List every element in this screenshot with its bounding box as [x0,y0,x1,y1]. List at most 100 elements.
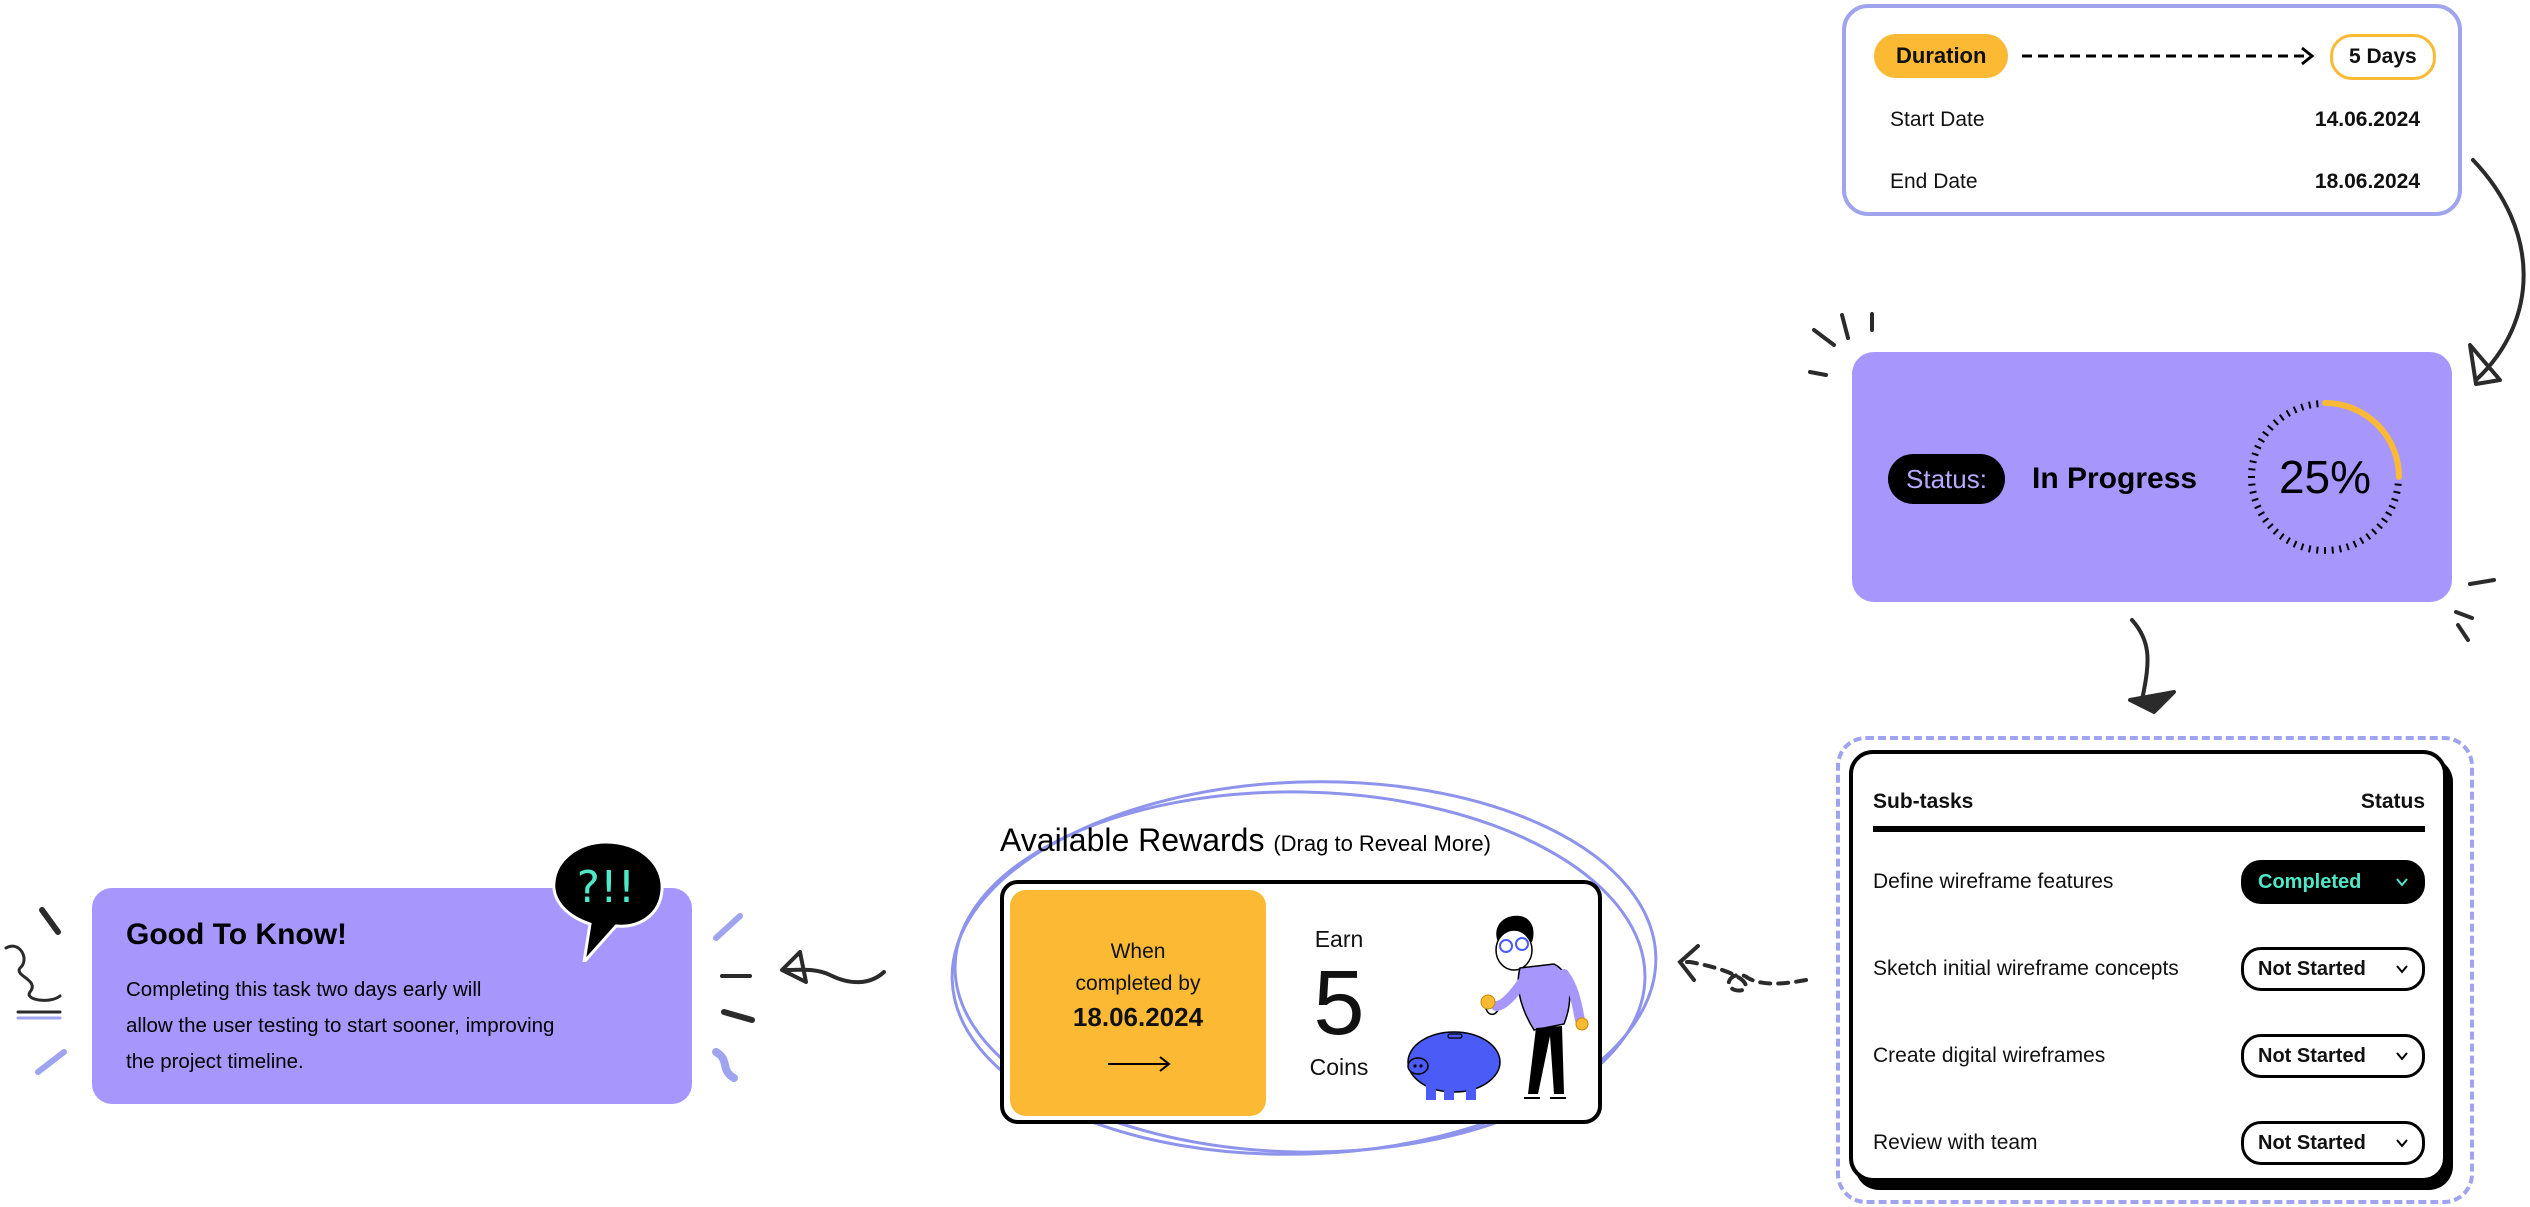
subtasks-header-task: Sub-tasks [1873,790,1974,813]
start-date-value: 14.06.2024 [2314,108,2420,131]
dashed-arrow-right-icon [2022,46,2315,66]
gauge-tick [2278,414,2285,421]
subtask-row: Sketch initial wireframe concepts Not St… [1873,947,2425,991]
gauge-tick [2331,546,2335,554]
end-date-label: End Date [1890,170,1978,193]
gauge-tick [2308,545,2312,553]
gauge-tick [2272,528,2279,535]
gauge-tick [2285,537,2291,545]
gauge-tick [2257,511,2265,517]
gauge-tick [2315,400,2319,408]
progress-gauge [2248,400,2402,554]
good-to-know-body-line: the project timeline. [126,1050,304,1073]
coins-label: Coins [1309,1054,1369,1080]
coins-value: 5 [1313,952,1365,1054]
good-to-know-title: Good To Know! [126,918,348,951]
status-dropdown[interactable]: Not Started [2241,1034,2425,1078]
gauge-tick [2272,419,2279,426]
subtask-name: Review with team [1873,1131,2038,1154]
duration-card: Duration 5 Days Start Date 14.06.2024 En… [1842,4,2462,216]
good-to-know-body-line: allow the user testing to start sooner, … [126,1014,555,1037]
gauge-tick [2249,490,2257,494]
gauge-tick [2385,511,2393,517]
gauge-tick [2254,444,2262,450]
chevron-down-icon [2396,965,2408,974]
gauge-tick [2352,540,2358,548]
speech-bubble-text: ?!! [577,862,636,913]
gauge-tick [2388,504,2396,510]
gauge-tick [2254,504,2262,510]
rewards-hint: (Drag to Reveal More) [1273,831,1491,856]
squiggle-arrow-icon [780,950,886,985]
gauge-tick [2300,543,2305,551]
gauge-tick [2345,543,2350,551]
gauge-tick [2308,401,2312,409]
subtasks-header: Sub-tasks Status [1873,790,2425,814]
down-arrow-icon [2128,618,2176,714]
gauge-tick [2257,437,2265,443]
dashed-arrow-icon [1680,960,1808,993]
status-dropdown-value: Not Started [2258,957,2366,980]
gauge-tick [2292,406,2298,414]
good-to-know-body-line: Completing this task two days early will [126,978,482,1001]
curved-arrow-icon [2468,158,2526,386]
gauge-progress-arc [2322,400,2402,480]
duration-label-pill: Duration [1874,34,2009,78]
piggy-bank-illustration-icon [1407,915,1589,1100]
chevron-down-icon [2396,1139,2408,1148]
gauge-tick [2278,533,2285,540]
status-dropdown[interactable]: Completed [2241,860,2425,904]
reward-card[interactable]: When completed by 18.06.2024 Earn 5 Coin… [1000,880,1602,1124]
end-date-value: 18.06.2024 [2314,170,2420,193]
gauge-tick [2292,540,2298,548]
header-divider [1873,826,2425,832]
gauge-tick [2267,523,2274,530]
gauge-tick [2365,533,2372,540]
gauge-tick [2391,497,2399,502]
status-dropdown-value: Not Started [2258,1044,2366,1067]
arrow-right-icon [1108,1056,1171,1072]
status-dropdown[interactable]: Not Started [2241,1121,2425,1165]
subtask-row: Review with team Not Started [1873,1121,2425,1165]
gauge-tick [2251,497,2259,502]
gauge-tick [2285,409,2291,417]
status-label-pill: Status: [1888,454,2005,504]
subtask-name: Define wireframe features [1873,870,2114,893]
subtasks-header-status: Status [2360,790,2425,813]
reward-condition-date: 18.06.2024 [1072,1002,1204,1032]
gauge-tick [2376,523,2383,530]
chevron-down-icon [2396,1052,2408,1061]
speech-bubble-icon: ?!! [552,840,664,962]
subtask-name: Create digital wireframes [1873,1044,2106,1067]
reward-condition-panel: When completed by 18.06.2024 [1010,890,1266,1116]
end-date-row: End Date 18.06.2024 [1890,170,2420,194]
gauge-tick [2262,430,2269,437]
earn-label: Earn [1314,926,1364,952]
reward-condition-line1: When [1110,940,1166,963]
gauge-tick [2249,460,2257,464]
subtask-row: Define wireframe features Completed [1873,860,2425,904]
good-to-know-card: Good To Know! Completing this task two d… [92,888,692,1104]
subtasks-dashed-frame [1836,736,2474,1204]
dashed-arrow-head-icon [1677,944,1700,982]
gauge-tick [2315,546,2319,554]
subtask-row: Create digital wireframes Not Started [1873,1034,2425,1078]
gauge-tick [2338,545,2342,553]
status-card: Status: In Progress 25% [1852,352,2452,602]
gauge-tick [2371,528,2378,535]
gauge-tick [2248,483,2256,487]
gauge-tick [2262,517,2269,524]
start-date-row: Start Date 14.06.2024 [1890,108,2420,132]
reward-condition-line2: completed by [1075,972,1201,995]
gauge-tick [2394,483,2402,487]
status-value: In Progress [2032,462,2198,495]
chevron-down-icon [2396,878,2408,887]
rewards-title-text: Available Rewards [1000,822,1265,858]
progress-percent-text: 25% [2278,451,2372,503]
gauge-tick [2248,467,2256,471]
rewards-title: Available Rewards (Drag to Reveal More) [1000,822,1491,859]
gauge-tick [2267,424,2274,431]
status-dropdown[interactable]: Not Started [2241,947,2425,991]
gauge-tick [2251,452,2259,457]
gauge-tick [2300,403,2305,411]
